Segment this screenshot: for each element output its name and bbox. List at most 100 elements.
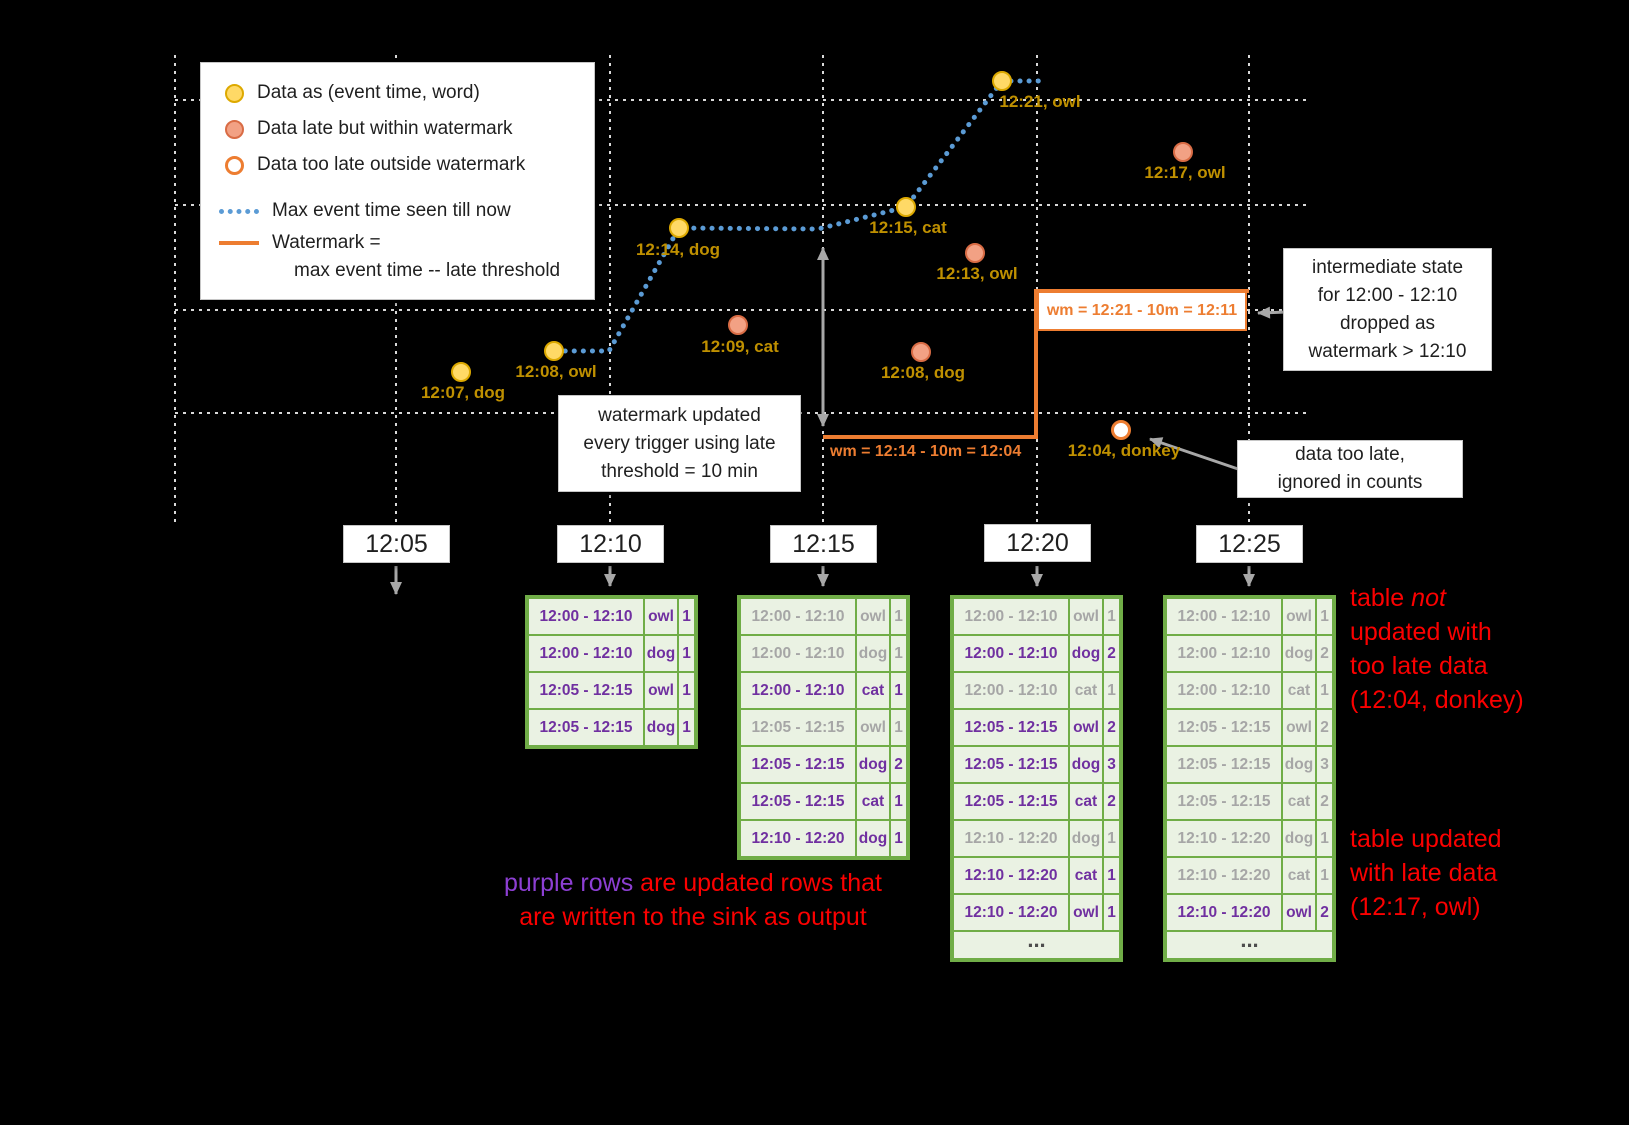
callout-line: threshold = 10 min xyxy=(601,460,758,482)
trigger-time-label: 12:15 xyxy=(792,529,855,558)
result-cell-window: 12:05 - 12:15 xyxy=(529,673,643,708)
result-cell-window: 12:05 - 12:15 xyxy=(1167,784,1281,819)
result-cell-window: 12:00 - 12:10 xyxy=(1167,636,1281,671)
result-cell-count: 2 xyxy=(1317,784,1332,819)
legend-item-ontime: Data as (event time, word) xyxy=(217,75,578,111)
result-cell-word: owl xyxy=(1283,710,1315,745)
data-point-ontime-icon xyxy=(669,218,689,238)
legend-item-watermark-line: Watermark = max event time -- late thres… xyxy=(217,229,578,285)
result-cell-window: 12:05 - 12:15 xyxy=(741,784,855,819)
note-line: (12:17, owl) xyxy=(1350,893,1481,921)
result-cell-count: 1 xyxy=(679,636,694,671)
callout-state-dropped: intermediate state for 12:00 - 12:10 dro… xyxy=(1283,248,1492,371)
data-point-toolate-icon xyxy=(1111,420,1131,440)
data-point-label: 12:08, dog xyxy=(880,363,966,382)
result-cell-window: 12:10 - 12:20 xyxy=(954,821,1068,856)
legend-item-late: Data late but within watermark xyxy=(217,111,578,147)
result-cell-window: 12:05 - 12:15 xyxy=(954,710,1068,745)
table-ellipsis: ... xyxy=(1167,929,1332,958)
result-cell-count: 2 xyxy=(1104,784,1119,819)
data-point-ontime-icon xyxy=(544,341,564,361)
result-cell-window: 12:05 - 12:15 xyxy=(741,710,855,745)
callout-line: for 12:00 - 12:10 xyxy=(1317,284,1458,306)
result-cell-count: 1 xyxy=(1104,858,1119,893)
result-cell-count: 1 xyxy=(891,673,906,708)
legend-item-too-late: Data too late outside watermark xyxy=(217,147,578,183)
result-cell-word: dog xyxy=(1283,821,1315,856)
result-cell-window: 12:00 - 12:10 xyxy=(741,599,855,634)
result-cell-count: 2 xyxy=(1317,636,1332,671)
result-cell-word: cat xyxy=(1070,858,1102,893)
callout-line: data too late, xyxy=(1295,444,1405,465)
result-cell-word: dog xyxy=(1070,636,1102,671)
result-cell-window: 12:10 - 12:20 xyxy=(1167,858,1281,893)
callout-line: every trigger using late xyxy=(583,432,776,454)
result-cell-window: 12:05 - 12:15 xyxy=(954,747,1068,782)
legend-label-too-late: Data too late outside watermark xyxy=(257,154,526,175)
result-cell-window: 12:00 - 12:10 xyxy=(954,636,1068,671)
data-point-label: 12:17, owl xyxy=(1144,163,1226,182)
result-cell-count: 3 xyxy=(1317,747,1332,782)
note-line: (12:04, donkey) xyxy=(1350,686,1524,714)
result-cell-word: cat xyxy=(1283,673,1315,708)
result-cell-count: 1 xyxy=(1317,858,1332,893)
result-cell-count: 1 xyxy=(1104,895,1119,930)
result-cell-window: 12:05 - 12:15 xyxy=(529,710,643,745)
result-cell-window: 12:00 - 12:10 xyxy=(529,599,643,634)
note-line: table updated xyxy=(1350,825,1502,853)
result-cell-count: 1 xyxy=(679,599,694,634)
result-cell-word: dog xyxy=(1070,747,1102,782)
result-cell-word: dog xyxy=(857,821,889,856)
result-cell-word: owl xyxy=(645,673,677,708)
data-point-late-icon xyxy=(1173,142,1193,162)
callout-too-late: data too late, ignored in counts xyxy=(1237,440,1463,498)
data-point-label: 12:13, owl xyxy=(936,264,1018,283)
gridline-vertical-12-00 xyxy=(174,55,176,527)
note-line: too late data xyxy=(1350,652,1488,680)
result-cell-count: 1 xyxy=(891,599,906,634)
note-sink-output: purple rows are updated rows that are wr… xyxy=(478,866,908,934)
result-cell-count: 2 xyxy=(891,747,906,782)
result-cell-window: 12:00 - 12:10 xyxy=(954,599,1068,634)
callout-watermark-update: watermark updated every trigger using la… xyxy=(558,395,801,492)
note-sink-rest: are updated rows that xyxy=(633,869,882,897)
legend-label-max-event: Max event time seen till now xyxy=(272,200,511,221)
result-cell-word: owl xyxy=(857,599,889,634)
result-cell-word: owl xyxy=(1070,895,1102,930)
legend-spacer xyxy=(217,183,578,193)
result-cell-count: 1 xyxy=(1317,673,1332,708)
result-cell-word: dog xyxy=(857,636,889,671)
result-cell-count: 2 xyxy=(1317,895,1332,930)
max-event-time-line-icon xyxy=(219,208,259,214)
result-cell-window: 12:00 - 12:10 xyxy=(529,636,643,671)
callout-line: intermediate state xyxy=(1311,256,1464,278)
callout-line: dropped as xyxy=(1339,312,1436,334)
data-point-label: 12:09, cat xyxy=(701,337,779,356)
result-cell-count: 1 xyxy=(891,636,906,671)
result-cell-count: 1 xyxy=(891,821,906,856)
legend-label-watermark-line1: Watermark = xyxy=(272,232,381,253)
result-cell-count: 3 xyxy=(1104,747,1119,782)
trigger-time-label: 12:05 xyxy=(365,529,428,558)
data-point-ontime-icon xyxy=(992,71,1012,91)
note-sink-line2: are written to the sink as output xyxy=(519,903,867,931)
data-point-ontime-icon xyxy=(896,197,916,217)
ontime-dot-icon xyxy=(225,83,244,103)
legend-item-max-event-line: Max event time seen till now xyxy=(217,193,578,229)
note-line: with late data xyxy=(1350,859,1498,887)
legend-label-ontime: Data as (event time, word) xyxy=(257,82,480,103)
data-point-label: 12:14, dog xyxy=(635,240,721,259)
result-cell-count: 2 xyxy=(1104,710,1119,745)
result-cell-word: owl xyxy=(1070,710,1102,745)
result-cell-count: 1 xyxy=(1104,673,1119,708)
trigger-time-label: 12:10 xyxy=(579,529,642,558)
trigger-time-box-12-05: 12:05 xyxy=(343,525,450,563)
result-cell-count: 2 xyxy=(1104,636,1119,671)
result-cell-word: dog xyxy=(645,636,677,671)
note-sink-purple-phrase: purple rows xyxy=(503,869,634,897)
too-late-pointer-arrow xyxy=(1149,437,1242,472)
data-point-late-icon xyxy=(965,243,985,263)
